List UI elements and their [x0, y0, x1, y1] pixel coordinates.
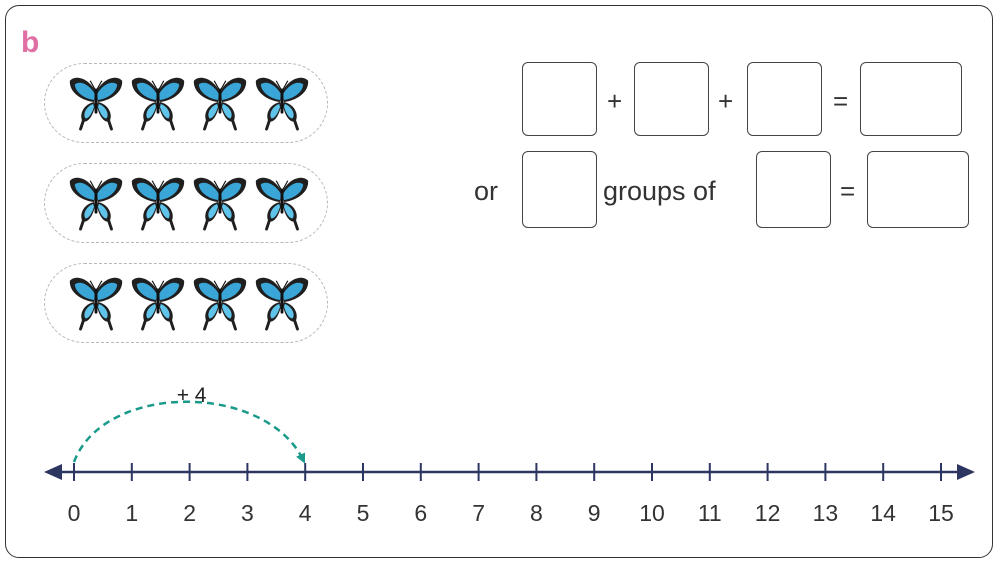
tick-label: 9 — [588, 500, 601, 526]
tick-label: 12 — [755, 500, 781, 526]
jump-label: + 4 — [177, 384, 207, 407]
right-arrow-icon — [957, 464, 975, 480]
tick-label: 13 — [813, 500, 839, 526]
tick-label: 7 — [472, 500, 485, 526]
tick-label: 11 — [698, 500, 722, 526]
tick-label: 5 — [357, 500, 370, 526]
tick-label: 3 — [241, 500, 254, 526]
jump-arc — [74, 402, 303, 462]
tick-label: 1 — [125, 500, 138, 526]
left-arrow-icon — [44, 464, 62, 480]
tick-label: 0 — [68, 500, 81, 526]
tick-label: 10 — [639, 500, 665, 526]
tick-label: 2 — [183, 500, 196, 526]
tick-label: 15 — [928, 500, 954, 526]
tick-label: 8 — [530, 500, 543, 526]
tick-label: 14 — [870, 500, 896, 526]
tick-label: 6 — [414, 500, 427, 526]
tick-label: 4 — [299, 500, 312, 526]
